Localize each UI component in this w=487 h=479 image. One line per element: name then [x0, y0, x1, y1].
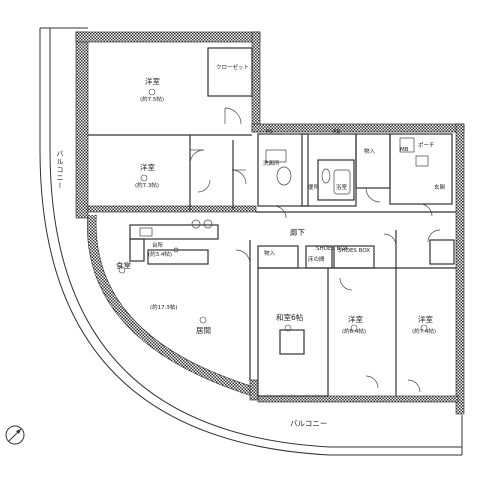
- label-mb: MB: [400, 147, 409, 153]
- room-western-1-name: 洋室: [145, 77, 160, 86]
- room-western-3-size: (約6.4帖): [342, 329, 367, 335]
- room-western-2-name: 洋室: [140, 163, 155, 172]
- room-storage2-name: 物入: [264, 251, 276, 257]
- label-toko: 床の間: [308, 257, 325, 263]
- room-storage-name: 物入: [364, 149, 376, 155]
- room-living-size: (約17.3帖): [150, 305, 178, 311]
- room-japanese-name: 和室6帖: [276, 313, 304, 322]
- curved-facade-hatch: [87, 215, 251, 395]
- room-living-name: 居間: [196, 326, 211, 335]
- room-western-4-name: 洋室: [418, 315, 433, 324]
- label-shelf-2: SHOES BOX: [338, 248, 371, 254]
- room-closet-name: クローゼット: [216, 65, 250, 71]
- label-ab: AB: [333, 129, 341, 135]
- room-washroom-name: 洗面所: [263, 161, 280, 167]
- interior-walls: [88, 47, 456, 397]
- balcony-side-label: バルコニー: [56, 150, 64, 190]
- label-shelf-1: SHOES BOX: [316, 246, 349, 252]
- room-entrance-name: 玄関: [434, 185, 446, 191]
- room-toilet-name: 便所: [308, 185, 320, 191]
- room-bath-name: 浴室: [336, 185, 348, 191]
- balcony-outline: [39, 27, 463, 456]
- room-porch-name: ポーチ: [418, 143, 435, 149]
- room-kitchen-size: (約3.4帖): [148, 252, 173, 258]
- room-western-4-size: (約7.4帖): [412, 329, 437, 335]
- door-swings: [189, 107, 441, 393]
- room-western-3-name: 洋室: [348, 315, 363, 324]
- room-dining-name: 食堂: [116, 261, 131, 270]
- compass-north-icon: [5, 425, 25, 445]
- room-western-2-size: (約7.3帖): [135, 183, 160, 189]
- label-ps: PS: [266, 129, 273, 135]
- room-western-1-size: (約7.5帖): [140, 97, 165, 103]
- room-kitchen-name: 台所: [152, 243, 164, 249]
- room-corridor-name: 廊下: [290, 228, 305, 237]
- exterior-walls: [75, 31, 465, 415]
- fixtures: [139, 137, 429, 253]
- room-markers: [118, 88, 428, 332]
- balcony-bottom-label: バルコニー: [290, 419, 328, 428]
